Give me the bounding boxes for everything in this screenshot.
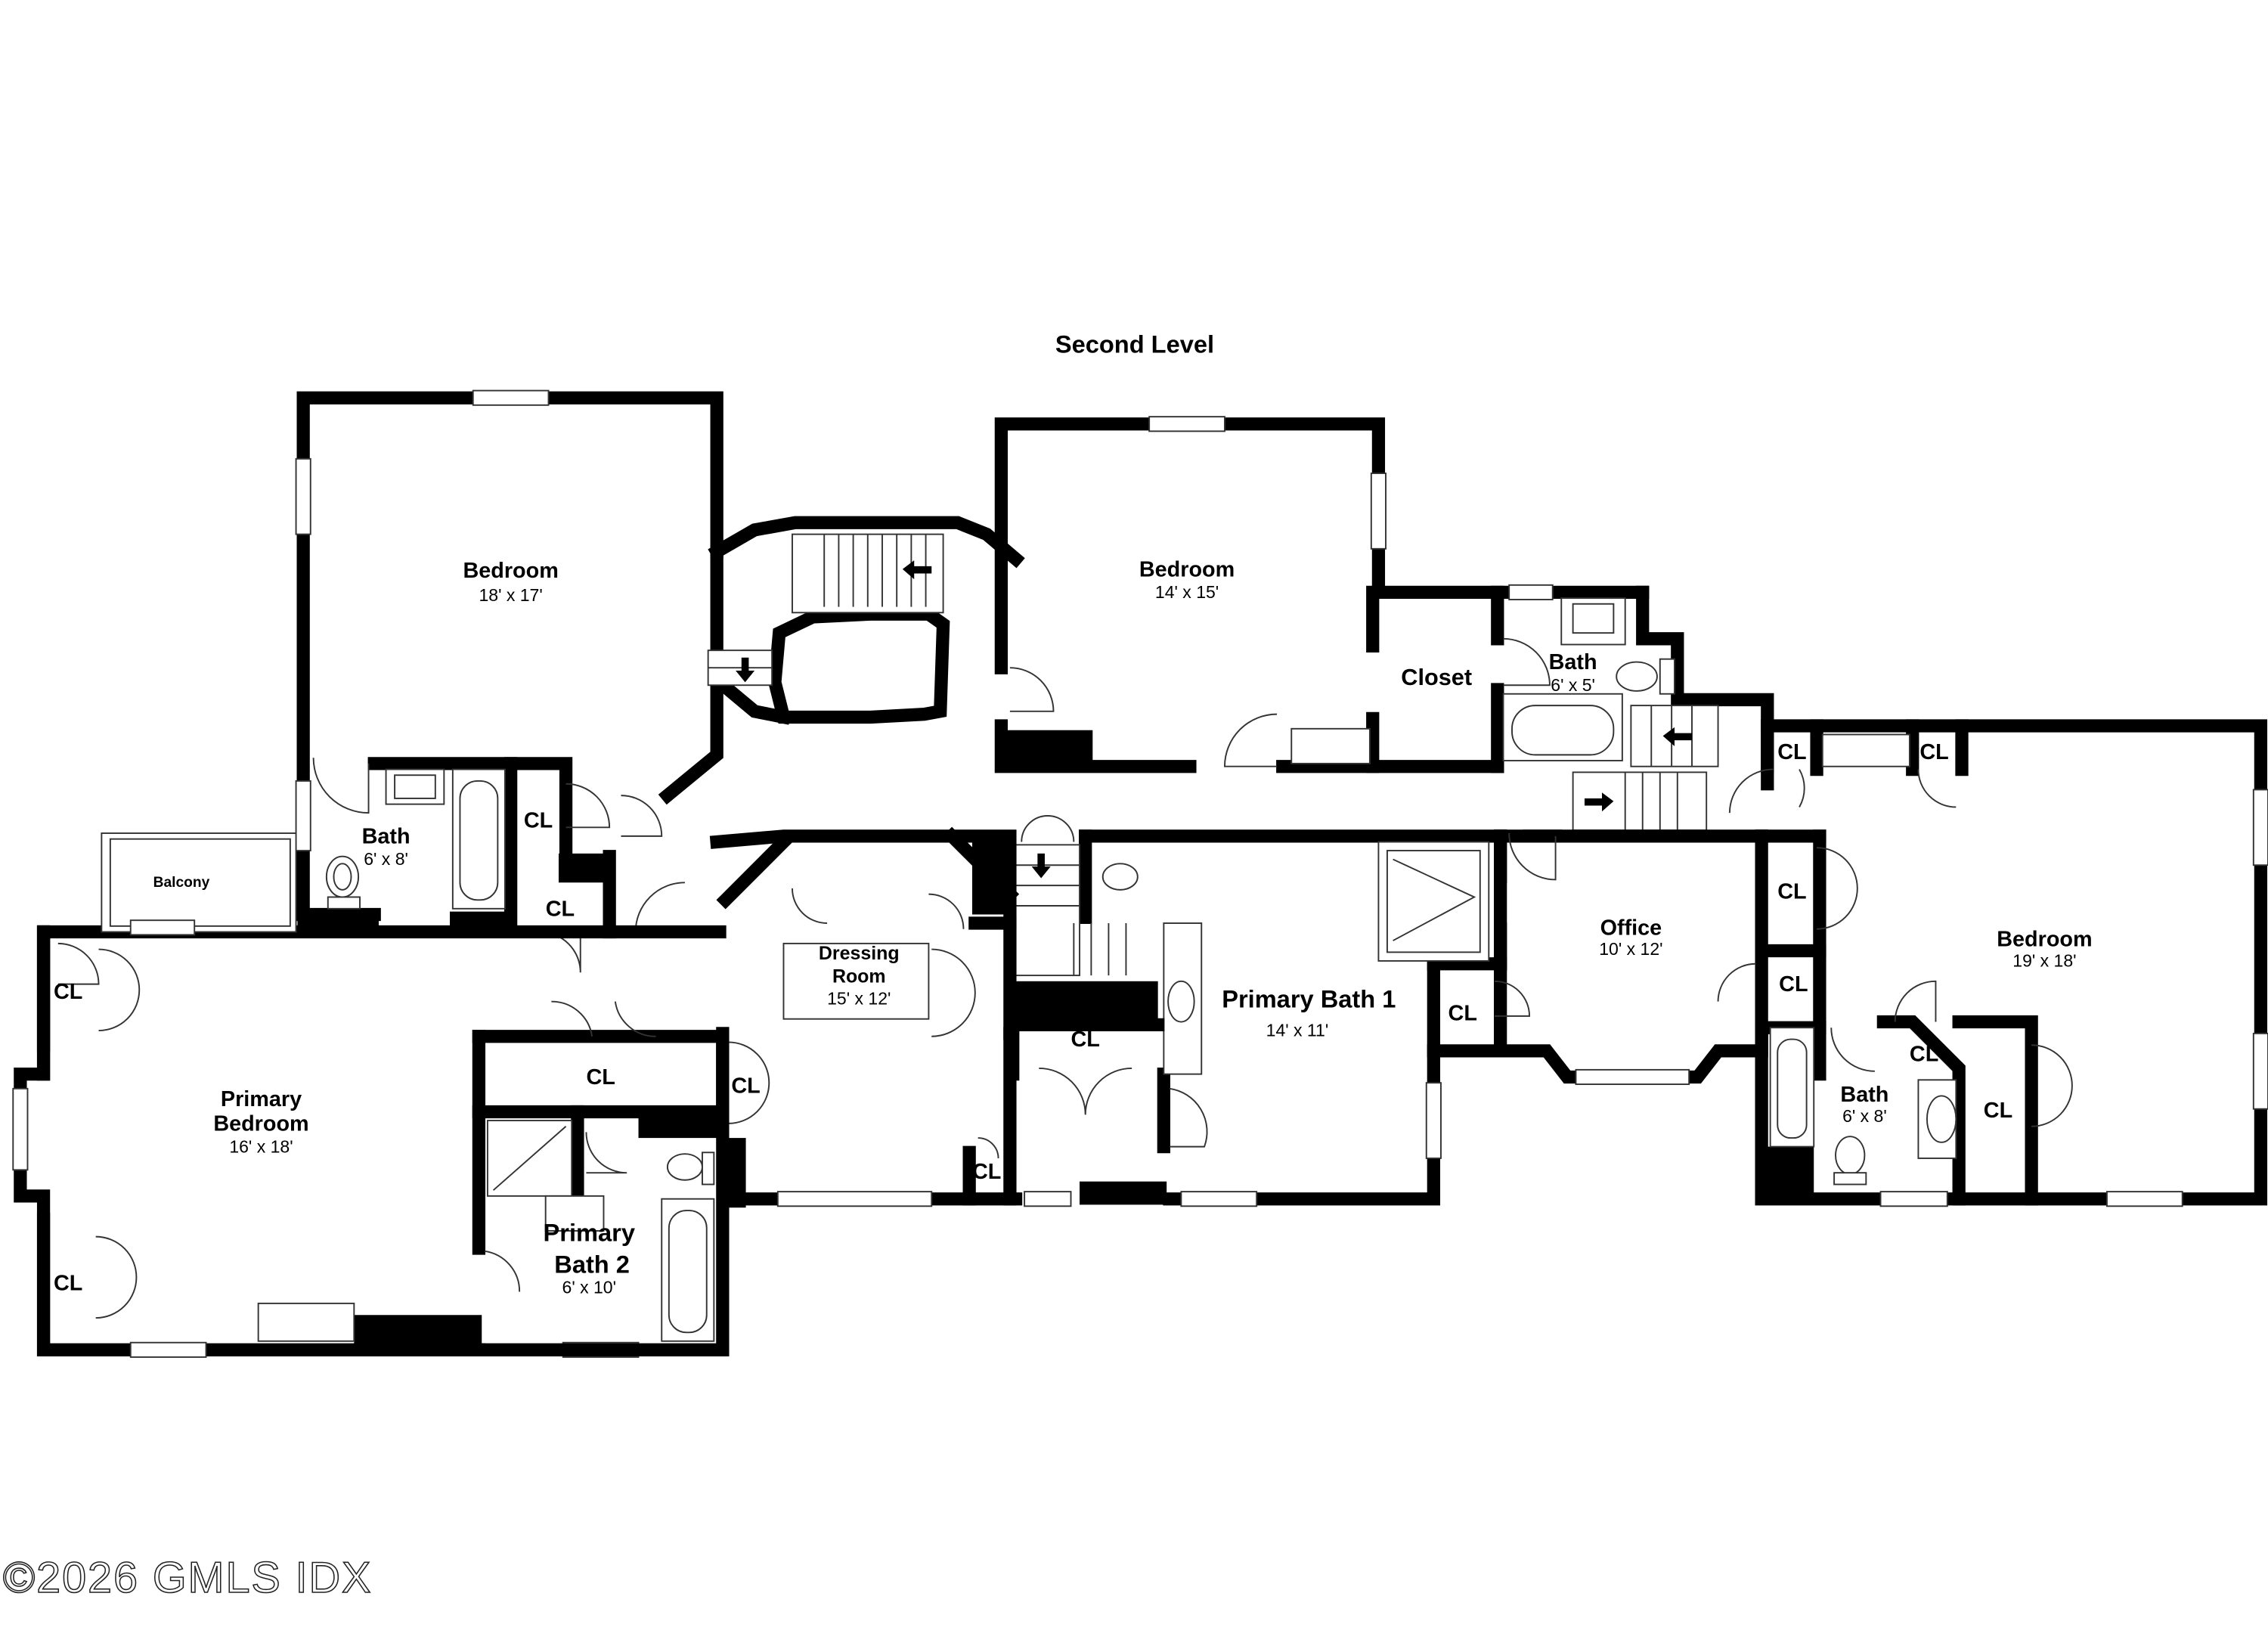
closet-label: CL bbox=[54, 980, 82, 1004]
room-label: Bath 2 bbox=[554, 1251, 630, 1279]
closet-label: CL bbox=[1448, 1002, 1477, 1026]
primary-bedroom-walls bbox=[14, 925, 730, 1356]
window bbox=[776, 1191, 933, 1207]
stair-hall bbox=[708, 516, 1025, 725]
closet-label: CL bbox=[1071, 1028, 1100, 1052]
window bbox=[295, 780, 311, 852]
door-swing bbox=[1224, 713, 1278, 767]
closet-label: CL bbox=[1777, 740, 1806, 764]
room-label: Primary bbox=[544, 1218, 635, 1246]
room-label: Bedroom bbox=[213, 1111, 308, 1136]
arrow-down-icon bbox=[1031, 853, 1051, 879]
closet-label: CL bbox=[731, 1074, 760, 1099]
room-size: 10' x 12' bbox=[1599, 939, 1662, 959]
bench bbox=[1290, 727, 1371, 764]
room-label: Room bbox=[832, 966, 886, 987]
room-label: Closet bbox=[1401, 664, 1472, 690]
window bbox=[1425, 1082, 1442, 1159]
room-size: 14' x 15' bbox=[1155, 582, 1219, 602]
room-size: 16' x 18' bbox=[229, 1136, 293, 1156]
closet-labels: CL CL CL CL CL CL CL CL CL CL CL CL CL C… bbox=[54, 740, 2012, 1295]
window bbox=[1024, 1191, 1072, 1207]
room-label: Bedroom bbox=[1997, 928, 2092, 952]
bath-w-fixtures bbox=[312, 758, 611, 910]
stair-upper bbox=[792, 533, 944, 614]
primary-bedroom-closet-doors bbox=[36, 925, 656, 1356]
door-swing bbox=[1503, 637, 1551, 687]
primary-bath-1-fixtures bbox=[1101, 841, 1490, 1148]
bedroom-e-walls bbox=[1755, 719, 2268, 1206]
room-size: 19' x 18' bbox=[2012, 951, 2076, 971]
room-label: Bedroom bbox=[463, 559, 558, 583]
room-label: Balcony bbox=[153, 875, 210, 891]
window bbox=[295, 457, 311, 535]
closet-label: CL bbox=[1910, 1042, 1938, 1066]
door-swing bbox=[1494, 980, 1530, 1017]
window bbox=[2105, 1191, 2183, 1207]
bath-n-fixtures bbox=[1502, 597, 1675, 762]
door-swing bbox=[1508, 833, 1557, 881]
room-label: Primary Bath 1 bbox=[1222, 984, 1396, 1012]
primary-bath-2-walls bbox=[472, 1030, 746, 1356]
arrow-right-icon bbox=[1584, 792, 1614, 812]
window bbox=[472, 389, 550, 406]
closet-label: CL bbox=[546, 897, 575, 921]
room-label: Bath bbox=[362, 824, 411, 848]
room-size: 6' x 8' bbox=[364, 849, 408, 869]
closet-doors-e bbox=[1717, 768, 2073, 1127]
plan-title: Second Level bbox=[1055, 330, 1214, 358]
bedroom-n-walls bbox=[994, 417, 1774, 773]
window bbox=[12, 1087, 29, 1171]
bench bbox=[257, 1302, 355, 1342]
bench bbox=[1821, 733, 1910, 767]
window bbox=[129, 1341, 207, 1358]
window bbox=[2252, 1032, 2268, 1110]
closet-label: CL bbox=[1777, 879, 1806, 904]
bath-e-fixtures bbox=[1769, 980, 1957, 1186]
bedroom-nw-walls bbox=[296, 391, 723, 936]
watermark: ©2026 GMLS IDX bbox=[3, 1554, 373, 1602]
primary-bath-2-fixtures bbox=[486, 1120, 715, 1342]
stair-east-lower bbox=[1572, 771, 1708, 832]
window bbox=[1370, 473, 1387, 550]
stair-east-upper bbox=[1630, 705, 1719, 767]
window bbox=[2252, 789, 2268, 866]
dressing-room-fixtures bbox=[728, 888, 999, 1158]
room-label: Bath bbox=[1549, 650, 1597, 674]
closet-label: CL bbox=[972, 1160, 1001, 1184]
closet-label: CL bbox=[1779, 972, 1808, 997]
closet-label: CL bbox=[524, 808, 553, 832]
room-size: 6' x 8' bbox=[1842, 1106, 1887, 1126]
closet-label: CL bbox=[586, 1065, 615, 1090]
room-size: 6' x 5' bbox=[1551, 675, 1595, 695]
window bbox=[1575, 1068, 1690, 1086]
balcony bbox=[101, 832, 297, 936]
room-size: 18' x 17' bbox=[479, 585, 542, 605]
primary-bath-1-walls bbox=[1012, 829, 1507, 1206]
room-label: Office bbox=[1600, 916, 1662, 940]
closet-label: CL bbox=[54, 1272, 82, 1296]
window bbox=[1148, 416, 1225, 432]
closet-label: CL bbox=[1984, 1099, 2012, 1123]
arrow-left-icon bbox=[902, 560, 932, 580]
room-label: Dressing bbox=[819, 943, 900, 964]
closet-label: CL bbox=[1919, 740, 1948, 764]
room-label: Primary bbox=[221, 1087, 302, 1111]
stair-center bbox=[1015, 815, 1127, 977]
room-size: 14' x 11' bbox=[1266, 1021, 1329, 1040]
window bbox=[1508, 584, 1554, 600]
window bbox=[1180, 1191, 1258, 1207]
room-size: 15' x 12' bbox=[827, 989, 891, 1009]
arrow-left-icon bbox=[1662, 727, 1693, 746]
room-label: Bath bbox=[1840, 1083, 1888, 1107]
arrow-down-icon bbox=[736, 657, 755, 683]
stair-small bbox=[707, 649, 773, 687]
room-label: Bedroom bbox=[1139, 557, 1235, 581]
window bbox=[1879, 1191, 1948, 1207]
room-size: 6' x 10' bbox=[562, 1277, 616, 1297]
door-swing bbox=[1009, 667, 1055, 712]
